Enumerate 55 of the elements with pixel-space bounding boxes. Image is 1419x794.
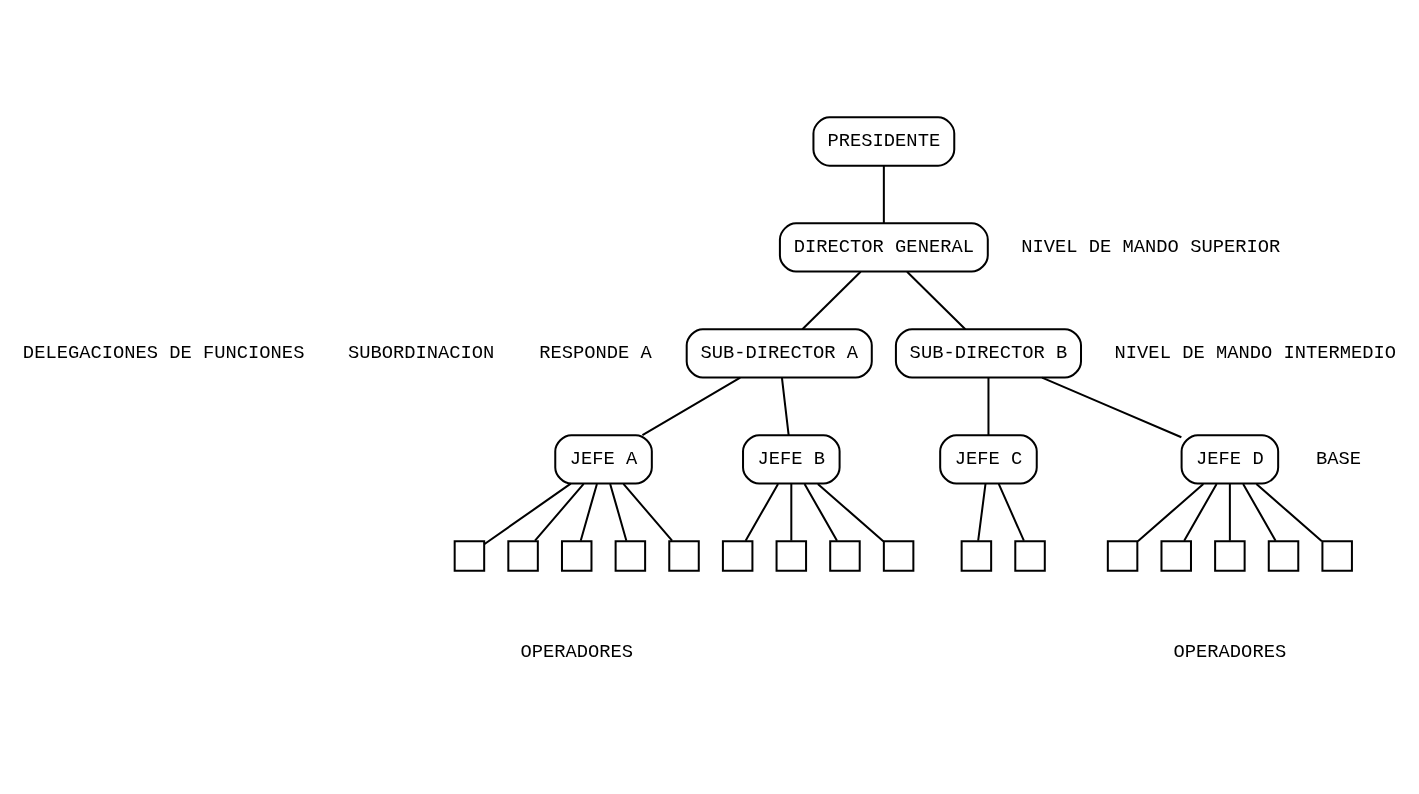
node-box: SUB-DIRECTOR B <box>894 328 1082 379</box>
connector <box>1228 483 1231 541</box>
node-box <box>1014 540 1046 572</box>
node-box: SUB-DIRECTOR A <box>685 328 873 379</box>
connector <box>579 483 598 541</box>
connector <box>987 377 990 436</box>
connector <box>1183 483 1218 542</box>
connector <box>817 483 884 542</box>
label: RESPONDE A <box>539 342 652 365</box>
label: NIVEL DE MANDO INTERMEDIO <box>1114 342 1397 365</box>
connector <box>801 271 862 330</box>
node-box <box>453 540 486 572</box>
node-box <box>775 540 808 572</box>
connector <box>483 482 572 546</box>
node-box <box>721 540 754 572</box>
connector <box>906 271 967 330</box>
connector <box>641 376 741 437</box>
connector <box>622 483 673 542</box>
node-box: JEFE A <box>554 434 653 485</box>
node-box <box>507 540 539 572</box>
connector <box>790 483 793 541</box>
label: DELEGACIONES DE FUNCIONES <box>22 342 305 365</box>
node-box <box>829 540 861 572</box>
node-box: DIRECTOR GENERAL <box>778 222 989 273</box>
node-box: JEFE B <box>742 434 841 485</box>
connector <box>882 165 885 224</box>
connector <box>1041 376 1182 439</box>
connector <box>744 483 779 542</box>
connector <box>1242 483 1277 542</box>
node-box <box>1267 540 1300 572</box>
connector <box>977 483 987 541</box>
node-box <box>1106 540 1139 572</box>
connector <box>780 377 790 436</box>
connector <box>534 483 585 542</box>
node-box <box>1321 540 1353 572</box>
node-box: PRESIDENTE <box>812 116 956 167</box>
label: BASE <box>1315 448 1362 471</box>
connector <box>1255 483 1323 542</box>
node-box <box>614 540 647 572</box>
connector <box>609 483 628 541</box>
node-box: JEFE C <box>939 434 1038 485</box>
node-box <box>882 540 915 572</box>
label: OPERADORES <box>1173 641 1287 664</box>
node-box: JEFE D <box>1180 434 1280 485</box>
node-box <box>1160 540 1192 572</box>
connector <box>997 483 1025 542</box>
node-box <box>960 540 993 572</box>
node-box <box>1214 540 1246 572</box>
node-box <box>560 540 593 572</box>
connector <box>803 483 838 542</box>
label: SUBORDINACION <box>347 342 495 365</box>
label: NIVEL DE MANDO SUPERIOR <box>1021 236 1281 259</box>
node-box <box>668 540 700 572</box>
label: OPERADORES <box>520 641 634 664</box>
connector <box>1137 483 1204 542</box>
